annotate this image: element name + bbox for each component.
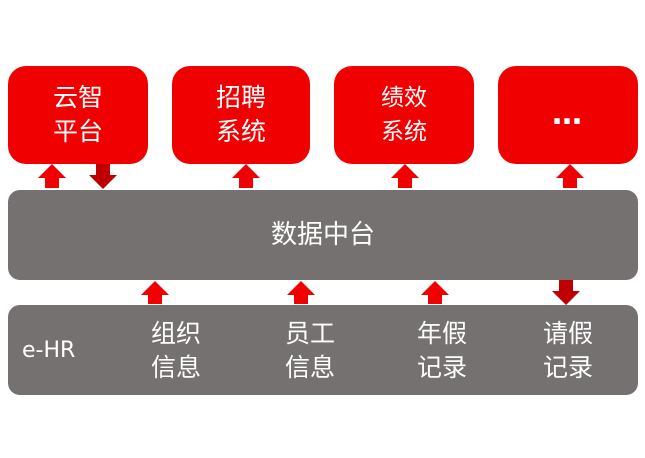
ehr-item-org-info: 组织 信息 bbox=[150, 319, 201, 382]
arrow-down-icon bbox=[552, 280, 580, 305]
arrow-up-icon bbox=[421, 281, 449, 304]
ehr-item-leave-records: 请假 记录 bbox=[542, 319, 593, 382]
ehr-item-annual-leave: 年假 记录 bbox=[416, 319, 467, 382]
module-box-cloud-platform: 云智 平台 bbox=[8, 66, 148, 164]
module-label-cloud-platform: 云智 平台 bbox=[52, 83, 103, 146]
module-box-more: … bbox=[498, 66, 638, 164]
arrow-up-icon bbox=[38, 164, 66, 188]
arrow-up-icon bbox=[141, 281, 169, 304]
ehr-title: e-HR bbox=[22, 338, 76, 363]
arrow-up-icon bbox=[232, 164, 260, 188]
module-label-more: … bbox=[552, 97, 584, 132]
arrow-down-icon bbox=[89, 164, 117, 189]
arrow-up-icon bbox=[391, 164, 419, 188]
ehr-item-employee-info: 员工 信息 bbox=[284, 319, 335, 382]
module-box-performance: 绩效 系统 bbox=[334, 66, 474, 164]
ehr-bar: e-HR 组织 信息 员工 信息 年假 记录 请假 记录 bbox=[8, 305, 638, 395]
data-middle-platform-bar: 数据中台 bbox=[8, 190, 638, 280]
module-label-recruitment: 招聘 系统 bbox=[215, 83, 266, 146]
arrow-up-icon bbox=[556, 164, 584, 188]
module-box-recruitment: 招聘 系统 bbox=[172, 66, 310, 164]
module-label-performance: 绩效 系统 bbox=[381, 85, 427, 145]
data-middle-platform-label: 数据中台 bbox=[270, 220, 375, 250]
arrow-up-icon bbox=[287, 281, 315, 304]
